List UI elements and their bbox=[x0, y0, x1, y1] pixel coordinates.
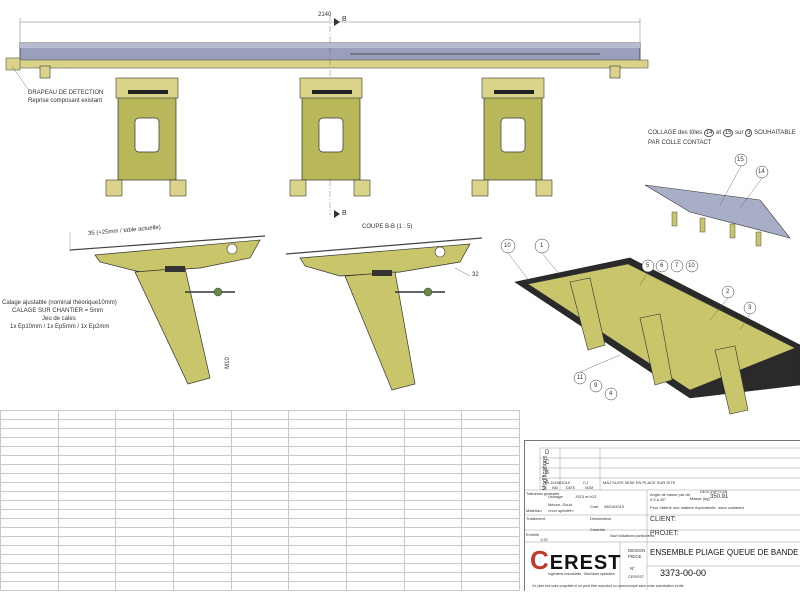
echelle-label: Echelle bbox=[526, 532, 540, 537]
drawing-number: 3373-00-00 bbox=[660, 568, 707, 578]
title-block bbox=[524, 440, 800, 591]
logo-c: C bbox=[530, 545, 550, 575]
material-note: Pour obtenir une matière équivalente, no… bbox=[650, 505, 745, 510]
collage-text-sur: sur bbox=[735, 130, 744, 136]
dessinateur-label: Dessinateur bbox=[590, 516, 612, 521]
balloon-iso-3: 3 bbox=[748, 305, 752, 311]
collage-note-line2: PAR COLLE CONTACT bbox=[648, 140, 712, 146]
plate-isometric bbox=[644, 153, 791, 247]
projet-label: PROJET: bbox=[650, 530, 679, 537]
titleblock-grid bbox=[524, 447, 800, 590]
balloon-iso-4: 4 bbox=[609, 391, 613, 397]
ind-label: IND bbox=[552, 486, 559, 490]
collage-balloon-3: 3 bbox=[745, 129, 753, 137]
balloon-iso-7: 7 bbox=[675, 263, 679, 269]
balloon-iso-1: 1 bbox=[540, 243, 544, 249]
materiau-label: Matériau bbox=[526, 508, 542, 513]
assembly-isometric bbox=[500, 238, 800, 415]
materiau-value: «non spécifié» bbox=[548, 508, 574, 513]
dim-32: 32 bbox=[472, 272, 479, 278]
company-logo: CEREST bbox=[530, 545, 621, 576]
rev-c: C bbox=[545, 460, 550, 466]
collage-balloon-14: 14 bbox=[703, 129, 715, 137]
balloon-iso-11: 11 bbox=[577, 375, 584, 381]
client-label: CLIENT: bbox=[650, 516, 677, 523]
nom-label: NOM bbox=[585, 486, 594, 490]
calage-line-1: Calage ajustable (nominal théorique10mm) bbox=[2, 300, 117, 306]
cerest-small: CEREST bbox=[628, 574, 645, 579]
masse-value: 350.91 bbox=[710, 494, 729, 500]
tolerances-label: Tolérances générales bbox=[526, 492, 560, 496]
traitement-label: Traitement bbox=[526, 516, 545, 521]
balloon-iso-6: 6 bbox=[660, 263, 664, 269]
balloon-iso-10b: 10 bbox=[688, 263, 695, 269]
section-mark-bottom: B bbox=[342, 210, 347, 217]
drawing-title: ENSEMBLE PLIAGE QUEUE DE BANDE bbox=[650, 548, 799, 557]
footer-note: Ce plan est notre propriété et ne peut ê… bbox=[532, 584, 684, 588]
usinage-label: Usinage bbox=[548, 494, 563, 499]
section-view-bb bbox=[285, 237, 483, 391]
controle-label: Contrôle bbox=[590, 527, 606, 532]
balloon-iso-5: 5 bbox=[646, 263, 650, 269]
calage-line-2: CALAGE SUR CHANTIER = 5mm bbox=[12, 308, 104, 314]
balloon-iso-10a: 10 bbox=[504, 243, 511, 249]
design-label: DESIGN bbox=[628, 548, 646, 553]
side-view-left bbox=[69, 232, 266, 385]
angle-value: 0.5 à 45° bbox=[650, 497, 667, 502]
rev-b: B bbox=[545, 470, 550, 476]
mecan-label: Mécan.-Soud. bbox=[548, 502, 573, 507]
date2: 28/04/2019 bbox=[604, 504, 625, 509]
rev-d: D bbox=[545, 450, 550, 456]
top-view bbox=[5, 15, 649, 218]
cote-label: Coté bbox=[590, 504, 599, 509]
balloon-iso-9: 9 bbox=[594, 383, 598, 389]
collage-note-line1: COLLAGE des tôles 14 et 15 sur 3 SOUHAIT… bbox=[648, 129, 796, 137]
dim-m10: M10 bbox=[224, 357, 231, 369]
section-mark-top: B bbox=[342, 16, 347, 23]
angle-label: Angle de casse par dé. bbox=[650, 492, 691, 497]
usinage-value: JS13 et h13 bbox=[575, 494, 597, 499]
description-label: DESCRIPTION bbox=[700, 489, 728, 494]
calage-line-4: 1x Ep10mm / 1x Ep5mm / 1x Ep2mm bbox=[10, 324, 110, 330]
calage-line-3: Jeu de cales bbox=[42, 316, 76, 322]
date-label: DATE bbox=[566, 486, 576, 490]
note-detection-sub: Reprise composant existant bbox=[28, 98, 103, 104]
rev-a-desc: MAJ SUITE MISE EN PLACE SUR SITE bbox=[603, 480, 676, 485]
sauf-label: Sauf indications particulières bbox=[610, 534, 655, 538]
rev-a-by: CJ bbox=[583, 480, 588, 485]
logo-rest: EREST bbox=[549, 552, 622, 574]
balloon-15: 15 bbox=[737, 157, 744, 163]
collage-text-b: SOUHAITABLE bbox=[754, 130, 796, 136]
collage-text-et: et bbox=[716, 130, 722, 136]
piece-label: PIECE bbox=[628, 554, 642, 559]
overall-dimension: 2140 bbox=[318, 12, 332, 18]
rev-a: A bbox=[545, 480, 550, 486]
echelle-value: 1:20 bbox=[540, 537, 548, 542]
note-detection-title: DRAPEAU DE DETECTION bbox=[28, 90, 104, 96]
section-title: COUPE B-B (1 : 5) bbox=[362, 224, 413, 230]
n-label: N° bbox=[630, 566, 636, 571]
collage-balloon-15: 15 bbox=[722, 129, 734, 137]
collage-text-a: COLLAGE des tôles bbox=[648, 130, 703, 136]
rev-a-date: 12/06/2019 bbox=[550, 480, 571, 485]
balloon-iso-2: 2 bbox=[726, 289, 730, 295]
logo-subtitle: Ingénierie industrielle - Machines spéci… bbox=[548, 572, 615, 576]
masse-label: Masse (kg) bbox=[690, 496, 710, 501]
balloon-14: 14 bbox=[758, 169, 765, 175]
bom-table bbox=[0, 410, 520, 591]
